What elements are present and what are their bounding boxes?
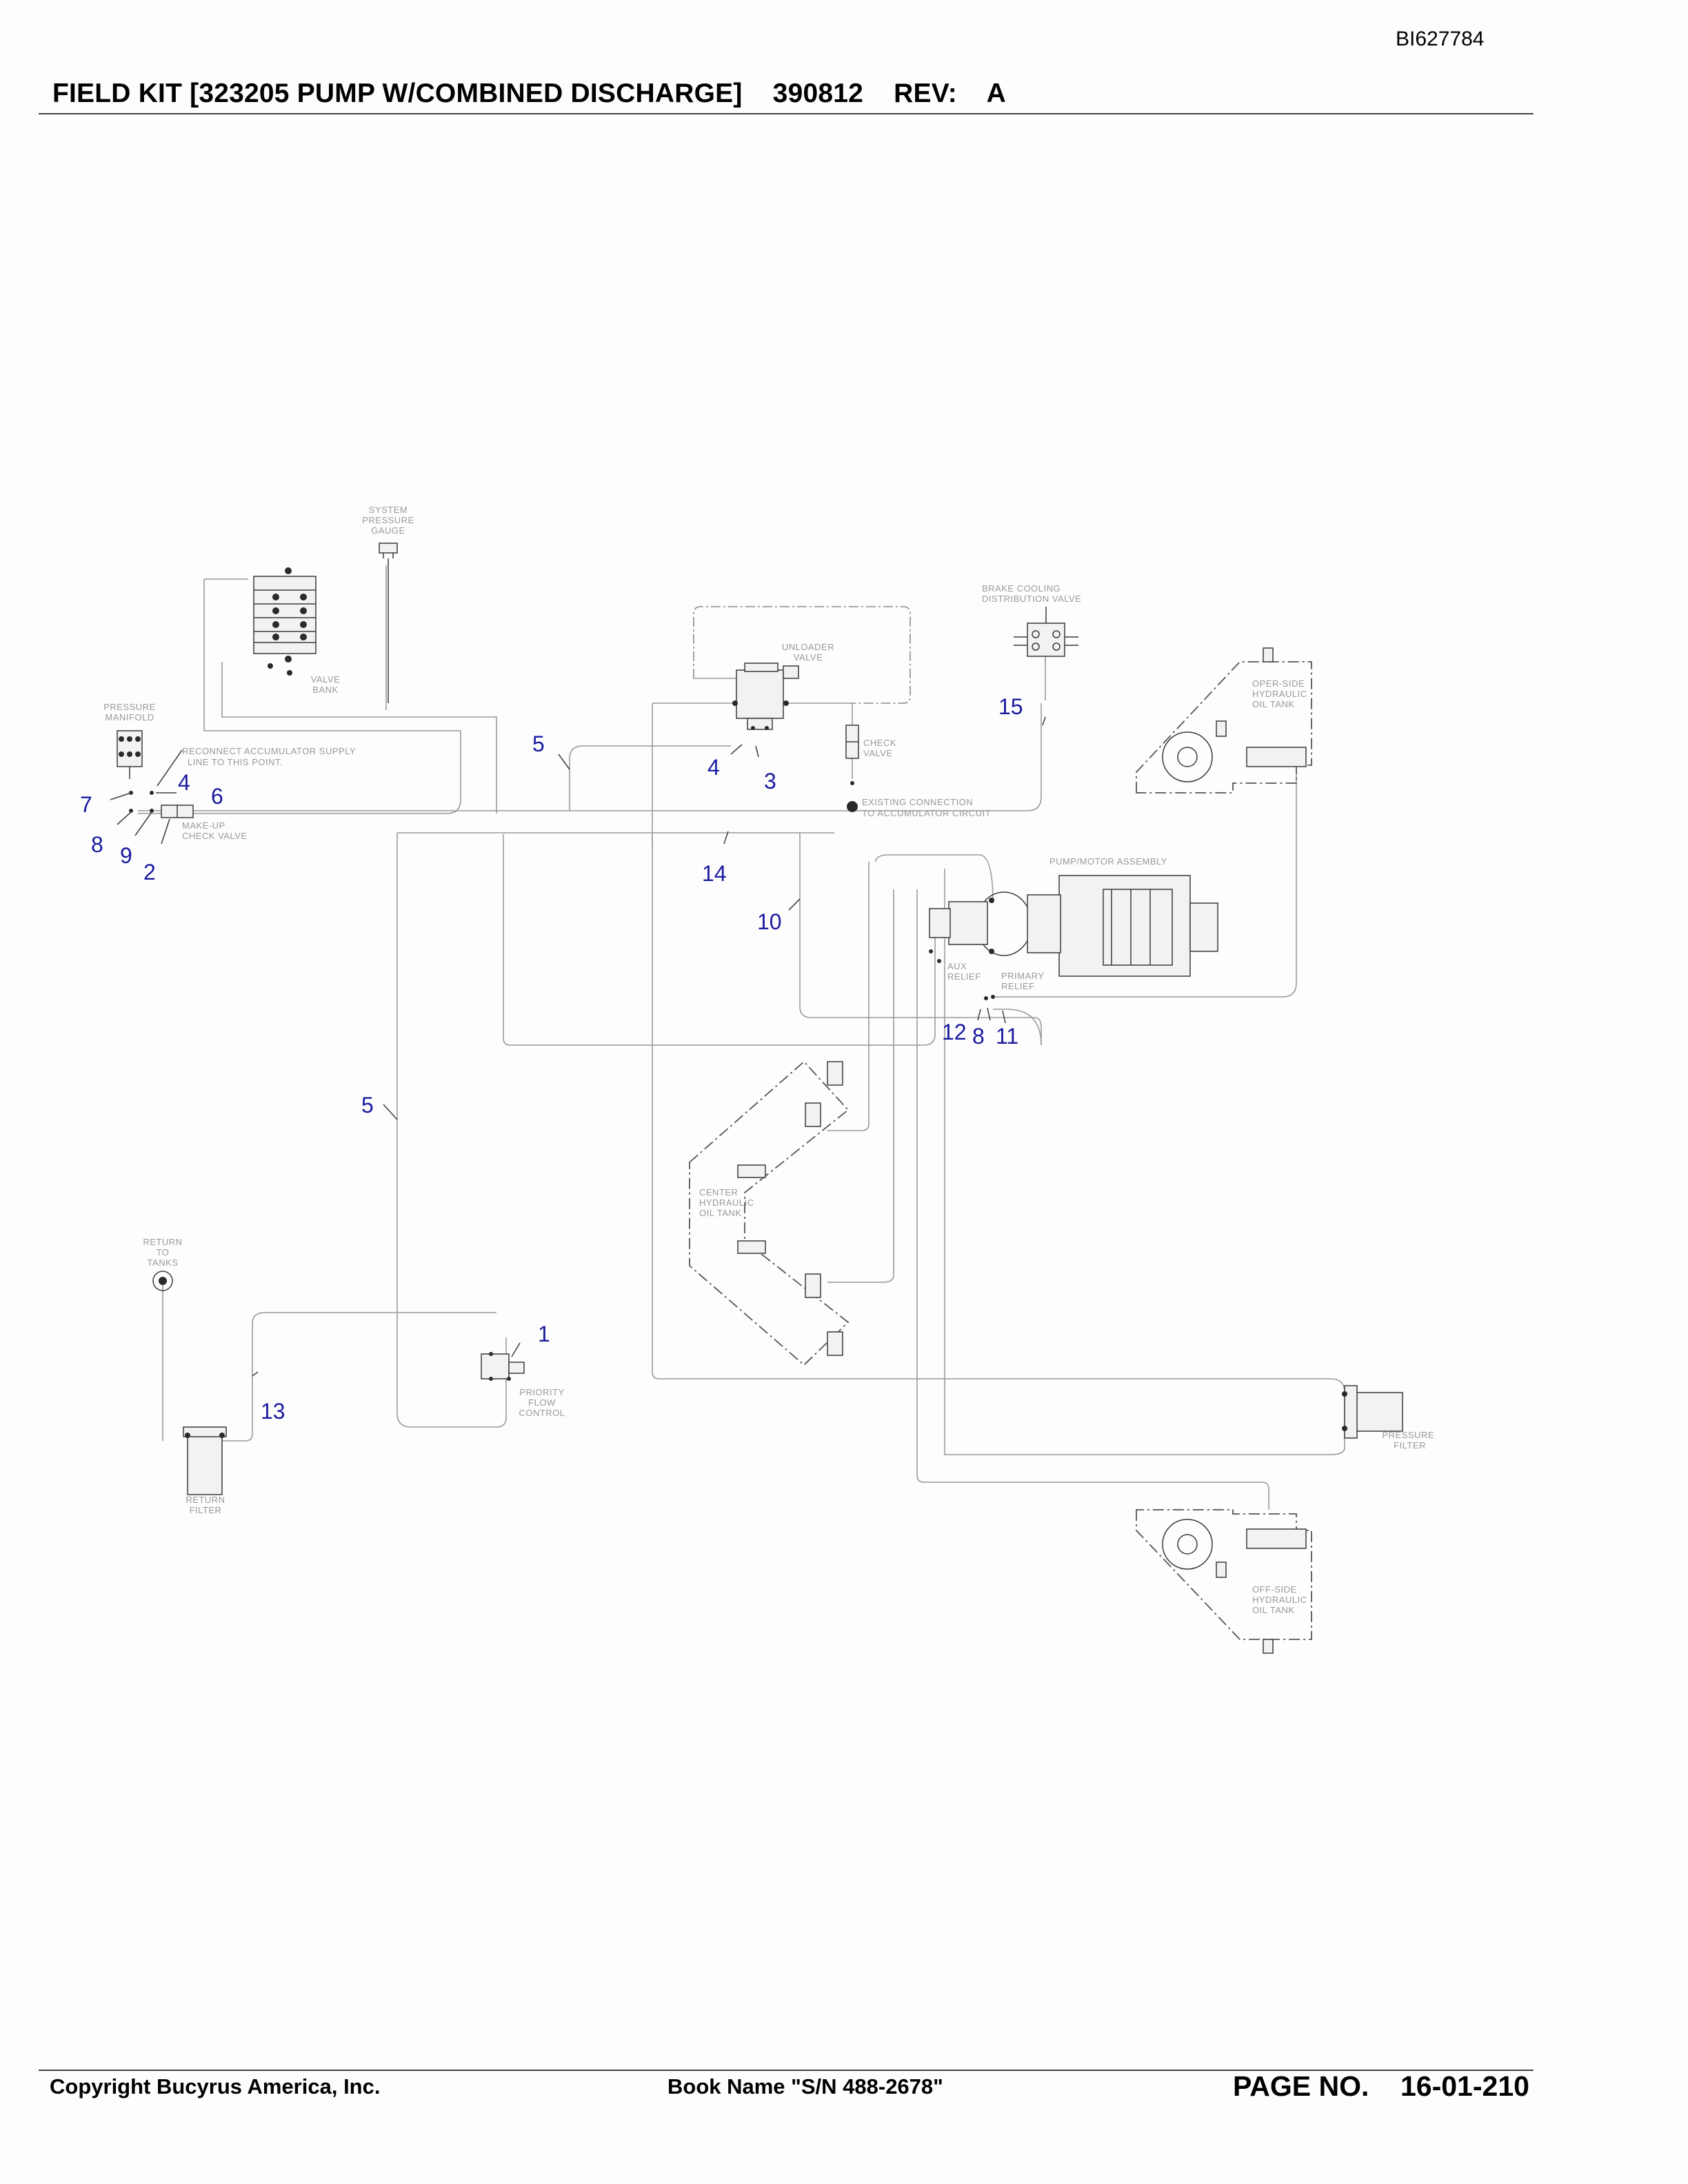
header-rule [39,113,1534,114]
off-side-tank [1136,1509,1312,1654]
document-id: BI627784 [1396,28,1485,50]
callout-5-upper: 5 [532,731,545,756]
callout-8-relief: 8 [972,1024,985,1049]
copyright-text: Copyright Bucyrus America, Inc. [50,2074,381,2099]
label-unloader-valve-2: VALVE [794,652,823,663]
page-title: FIELD KIT [323205 PUMP W/COMBINED DISCHA… [52,79,1007,108]
callout-12: 12 [942,1020,967,1044]
label-primary-relief-2: RELIEF [1001,981,1035,991]
callout-14: 14 [702,861,727,886]
label-pump-motor-assembly: PUMP/MOTOR ASSEMBLY [1049,856,1167,867]
callout-numbers: 5 4 3 4 6 7 8 9 2 14 10 15 12 8 11 5 1 1… [80,694,1023,1424]
label-reconnect-note-1: RECONNECT ACCUMULATOR SUPPLY [182,746,356,756]
label-priority-flow-control-2: FLOW [528,1397,556,1408]
label-valve-bank-1: VALVE [311,674,340,685]
label-oper-side-tank-2: HYDRAULIC [1252,689,1307,699]
label-return-to-tanks-1: RETURN [143,1237,182,1247]
callout-6: 6 [211,784,223,809]
pressure-filter [1342,1385,1403,1439]
label-center-tank-1: CENTER [699,1187,738,1197]
return-to-tanks [152,1271,173,1291]
priority-flow-control [481,1352,525,1381]
label-return-to-tanks-2: TO [157,1247,170,1257]
callout-13: 13 [261,1399,285,1424]
label-center-tank-3: OIL TANK [699,1208,742,1218]
callout-8-left: 8 [91,832,103,857]
label-off-side-tank-1: OFF-SIDE [1252,1584,1297,1595]
callout-5-lower: 5 [361,1093,374,1118]
center-tank [689,1060,850,1366]
label-existing-connection-2: TO ACCUMULATOR CIRCUIT [862,808,991,818]
label-off-side-tank-2: HYDRAULIC [1252,1595,1307,1605]
label-primary-relief-1: PRIMARY [1001,971,1045,981]
pump-motor-assembly [929,875,1218,1000]
label-brake-cooling-2: DISTRIBUTION VALVE [982,594,1081,604]
label-off-side-tank-3: OIL TANK [1252,1605,1295,1615]
system-pressure-gauge [379,543,398,703]
label-pressure-filter-1: PRESSURE [1382,1430,1434,1440]
makeup-check-valve [129,791,194,818]
label-pressure-filter-2: FILTER [1394,1440,1426,1450]
callout-1: 1 [538,1322,550,1346]
label-pressure-manifold-2: MANIFOLD [105,712,154,722]
label-pressure-manifold-1: PRESSURE [103,702,156,712]
oper-side-tank [1136,647,1312,793]
label-aux-relief-1: AUX [947,961,967,971]
label-valve-bank-2: BANK [312,685,338,695]
label-unloader-valve-1: UNLOADER [782,642,834,652]
label-return-filter-1: RETURN [185,1495,225,1505]
callout-4-unloader: 4 [707,755,720,780]
callout-3: 3 [764,769,776,793]
label-existing-connection-1: EXISTING CONNECTION [862,797,973,807]
label-makeup-check-valve-1: MAKE-UP [182,820,225,831]
label-system-pressure-gauge-1: SYSTEM [369,505,408,515]
footer-rule [39,2070,1534,2071]
label-center-tank-2: HYDRAULIC [699,1197,754,1208]
label-return-filter-2: FILTER [190,1505,222,1515]
pressure-manifold [117,730,143,779]
label-priority-flow-control-1: PRIORITY [519,1387,564,1397]
label-reconnect-note-2: LINE TO THIS POINT. [188,757,283,767]
label-oper-side-tank-1: OPER-SIDE [1252,678,1305,689]
callout-15: 15 [998,694,1023,719]
label-oper-side-tank-3: OIL TANK [1252,699,1295,709]
label-brake-cooling-1: BRAKE COOLING [982,583,1061,594]
label-makeup-check-valve-2: CHECK VALVE [182,831,248,841]
label-aux-relief-2: RELIEF [947,971,981,982]
callout-11: 11 [996,1024,1018,1049]
label-system-pressure-gauge-3: GAUGE [371,525,405,536]
component-labels: SYSTEM PRESSURE GAUGE VALVE BANK PRESSUR… [103,505,1434,1615]
valve-bank [253,567,316,676]
page-number: PAGE NO. 16-01-210 [1233,2070,1529,2102]
brake-cooling-valve [1014,607,1078,657]
label-system-pressure-gauge-2: PRESSURE [362,515,414,525]
callout-9: 9 [120,843,132,868]
label-priority-flow-control-3: CONTROL [519,1408,565,1418]
callout-leaders [110,716,1046,1377]
callout-2: 2 [143,860,156,884]
callout-10: 10 [757,909,782,934]
label-return-to-tanks-3: TANKS [148,1257,179,1268]
label-check-valve-1: CHECK [863,738,896,748]
check-valve [845,725,859,812]
return-filter [183,1426,227,1495]
callout-4-manifold: 4 [178,770,190,795]
unloader-valve [732,663,799,730]
callout-7: 7 [80,792,92,817]
book-name-text: Book Name "S/N 488-2678" [667,2074,943,2099]
label-check-valve-2: VALVE [863,748,892,758]
